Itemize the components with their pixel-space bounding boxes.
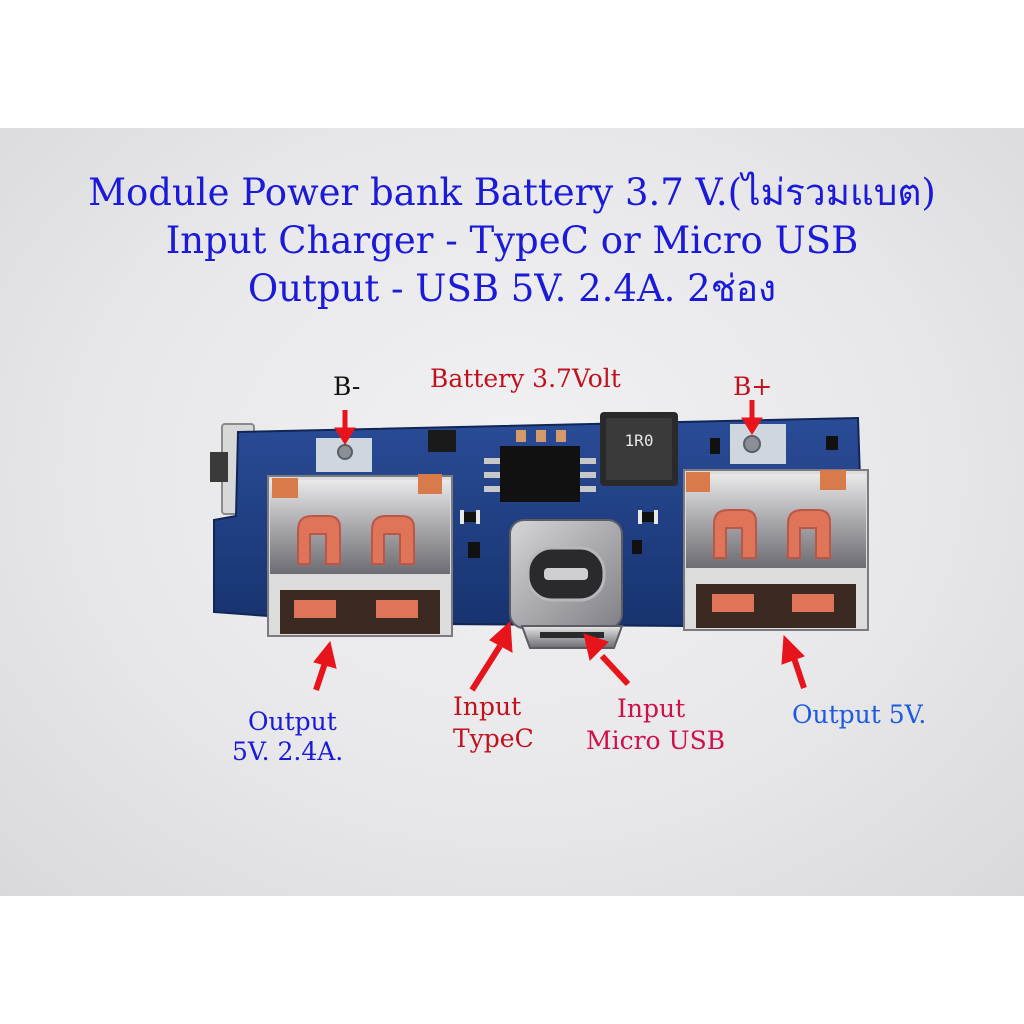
- b-minus-pad: [316, 438, 372, 472]
- label-output-left-line2: 5V. 2.4A.: [232, 737, 344, 766]
- smd-components: [462, 436, 838, 558]
- label-output-left-line1: Output: [248, 707, 337, 736]
- usb-a-port-right: [683, 469, 869, 631]
- small-component: [428, 430, 456, 452]
- title-line-1: Module Power bank Battery 3.7 V.(ไม่รวมแ…: [88, 171, 936, 214]
- label-input-typec-line1: Input: [453, 692, 522, 721]
- usb-a-port-left: [267, 474, 453, 637]
- usb-c-port: [509, 519, 623, 629]
- label-output-right: Output 5V.: [792, 700, 927, 729]
- label-input-micro-line2: Micro USB: [586, 726, 726, 755]
- title-line-3: Output - USB 5V. 2.4A. 2ช่อง: [247, 267, 777, 310]
- label-b-plus: B+: [733, 372, 773, 401]
- title-line-2: Input Charger - TypeC or Micro USB: [165, 219, 859, 262]
- label-input-micro-line1: Input: [617, 694, 686, 723]
- label-battery: Battery 3.7Volt: [430, 364, 621, 393]
- smd-pads: [460, 510, 658, 524]
- annotation-arrows: [313, 400, 807, 692]
- label-b-minus: B-: [333, 372, 361, 401]
- ic-chip: [484, 430, 596, 502]
- b-plus-pad: [730, 424, 786, 464]
- micro-usb-port: [520, 625, 624, 649]
- inductor-marking: 1R0: [625, 431, 654, 450]
- inductor: [600, 412, 678, 486]
- label-input-typec-line2: TypeC: [453, 724, 534, 753]
